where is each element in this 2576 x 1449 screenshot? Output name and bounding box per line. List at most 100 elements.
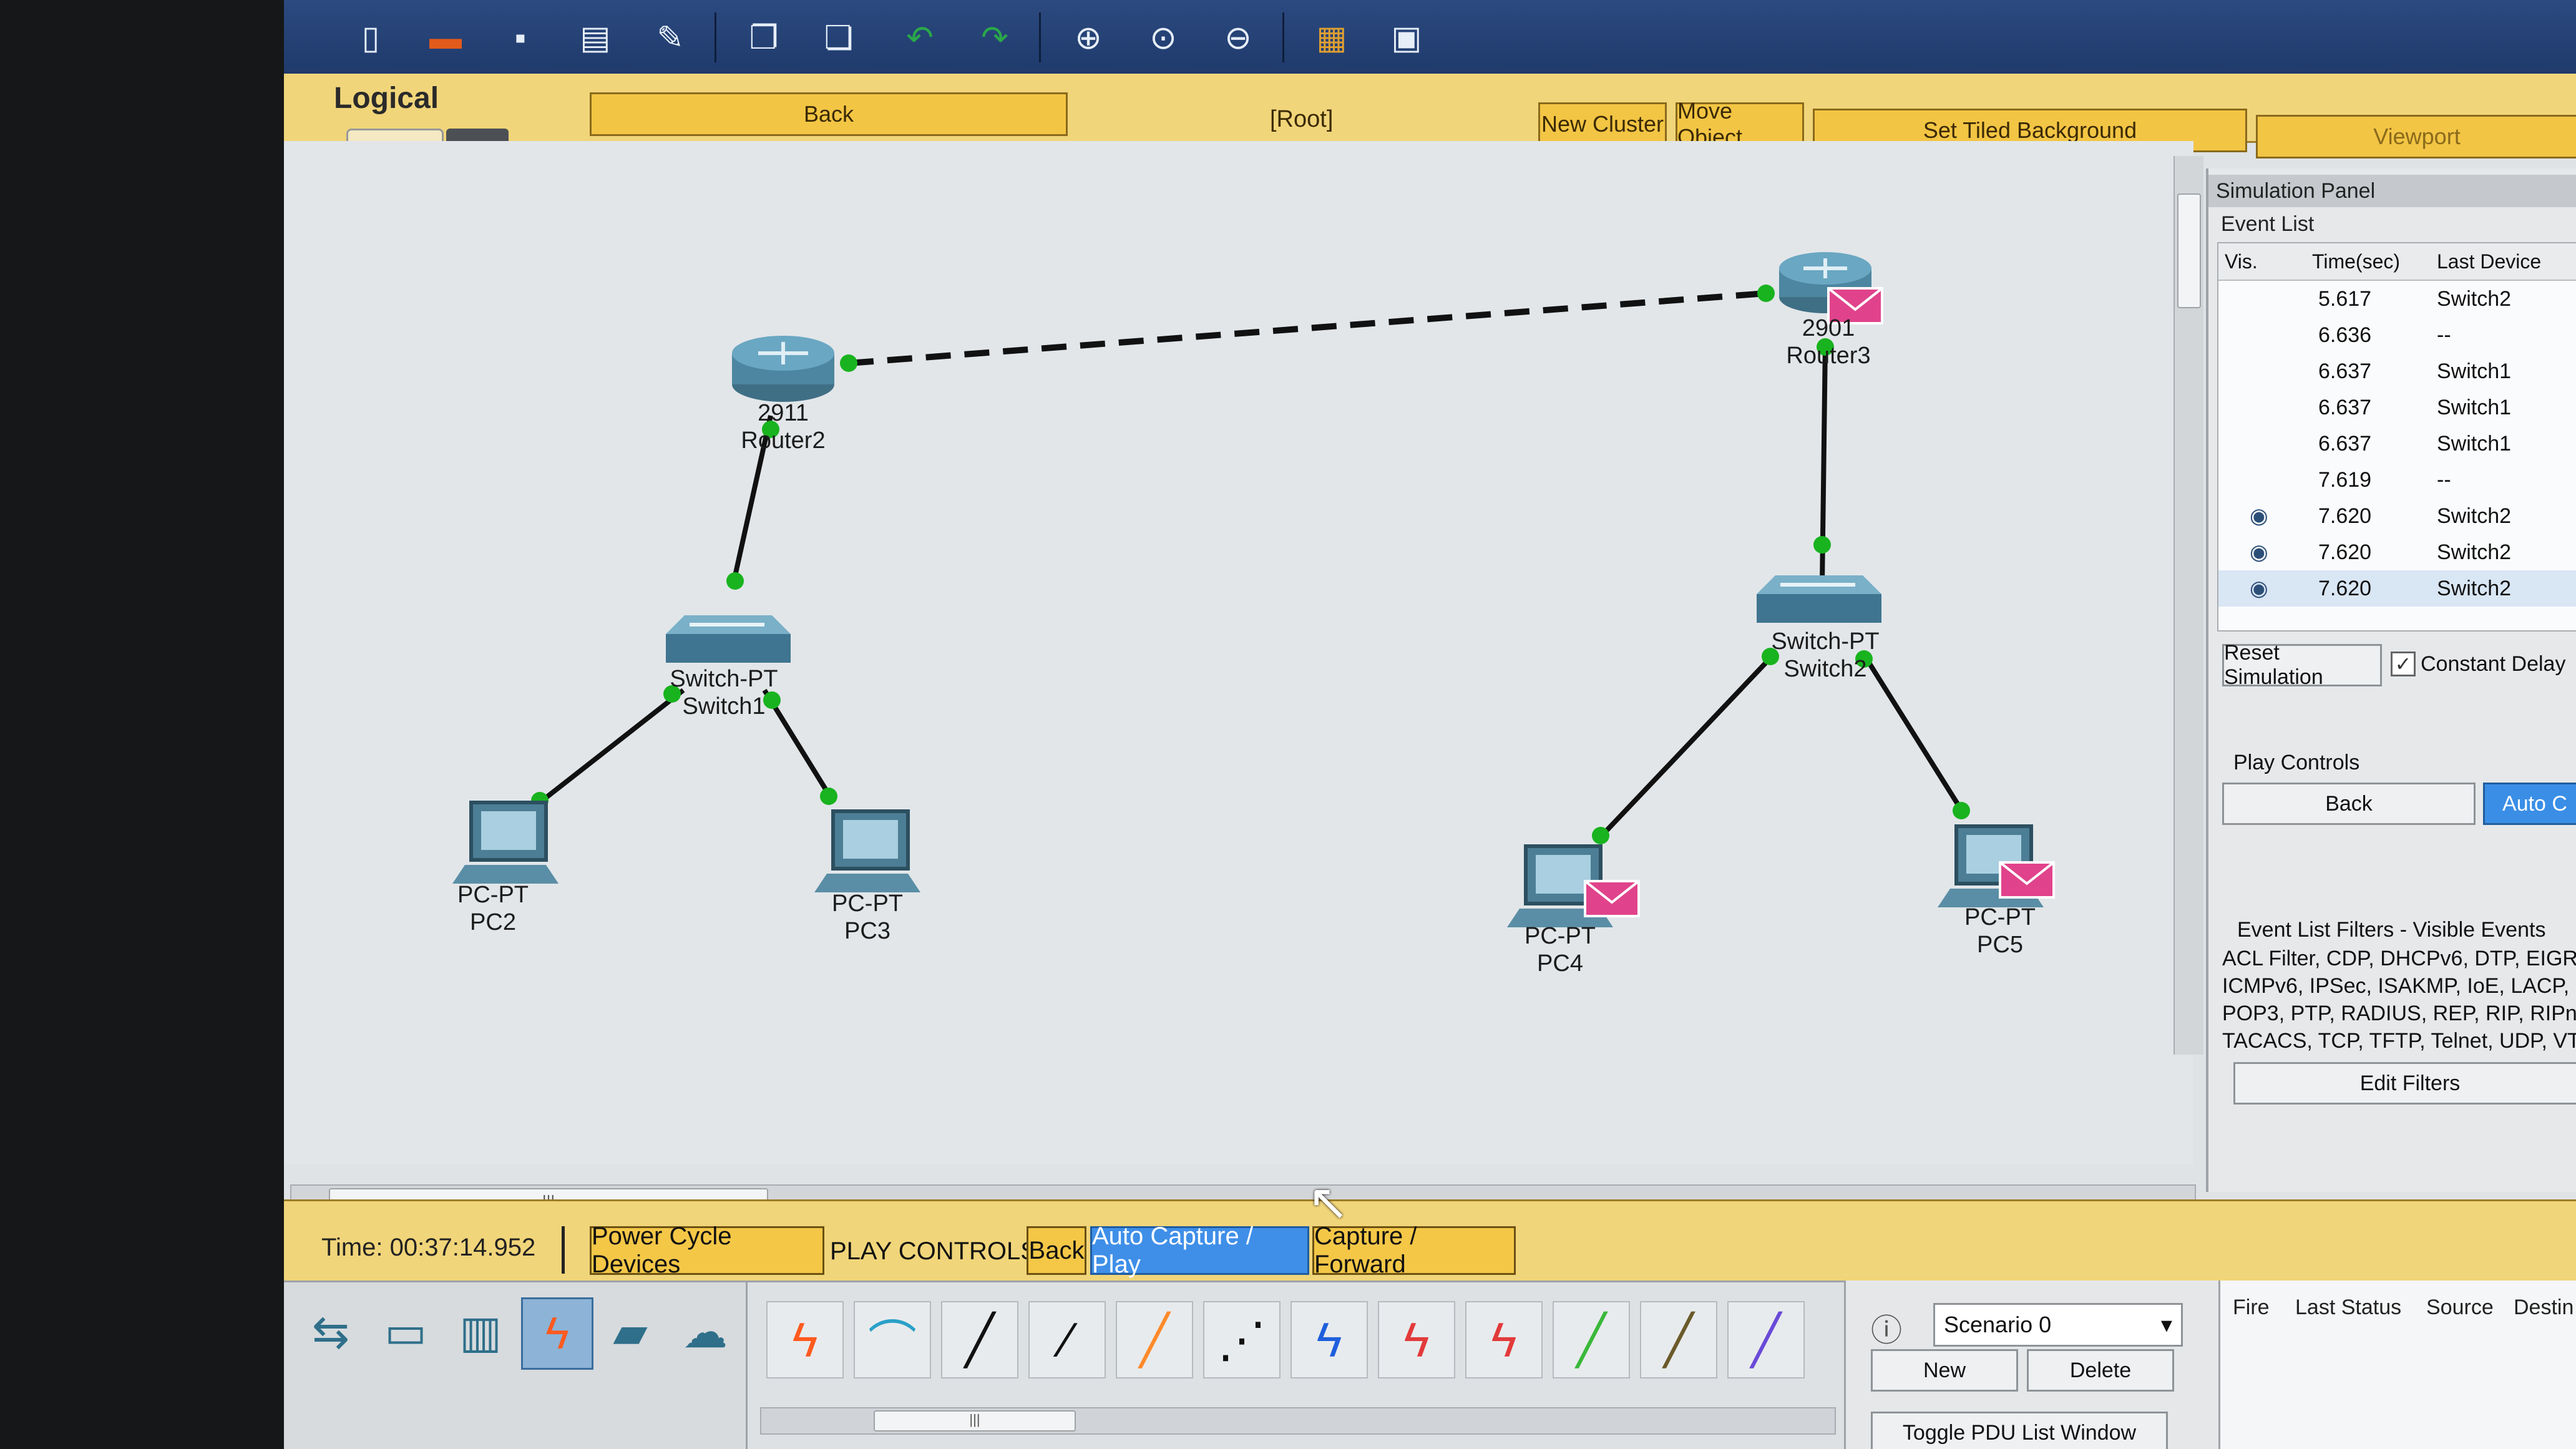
- coaxial-cable-icon[interactable]: ϟ: [1290, 1301, 1368, 1378]
- console-cable-icon[interactable]: ⌒: [854, 1301, 931, 1378]
- auto-capture-play-button[interactable]: Auto Capture / Play: [1090, 1222, 1309, 1278]
- connection-scroll-thumb[interactable]: |||: [874, 1410, 1076, 1432]
- toggle-pdu-list-button[interactable]: Toggle PDU List Window: [1871, 1412, 2168, 1449]
- print-icon[interactable]: ▤: [580, 20, 611, 56]
- sim-back-button[interactable]: Back: [2222, 783, 2476, 825]
- new-scenario-button[interactable]: New: [1871, 1349, 2018, 1392]
- zoom-reset-icon[interactable]: ⊙: [1149, 20, 1177, 56]
- link-switch2-pc4[interactable]: [1599, 651, 1777, 839]
- event-filter-line: ACL Filter, CDP, DHCPv6, DTP, EIGRP: [2222, 947, 2576, 970]
- constant-delay-label: Constant Delay: [2421, 652, 2566, 676]
- pdu-list-table[interactable]: Fire Last Status Source Destin: [2218, 1281, 2576, 1449]
- header-back-button[interactable]: Back: [590, 92, 1068, 136]
- link-router2-switch1[interactable]: [731, 415, 773, 585]
- event-filter-line: POP3, PTP, RADIUS, REP, RIP, RIPng: [2222, 1002, 2576, 1025]
- viewport-button[interactable]: Viewport: [2256, 115, 2576, 159]
- switch1-icon[interactable]: [666, 615, 791, 663]
- eye-icon: ◉: [2250, 504, 2268, 528]
- router2-icon[interactable]: [732, 336, 834, 402]
- copper-cross-icon[interactable]: ⁄: [1028, 1301, 1106, 1378]
- phone-cable-icon[interactable]: ⋰: [1203, 1301, 1281, 1378]
- realtime-simulation-bar: Time: 00:37:14.952 Power Cycle Devices P…: [284, 1199, 2576, 1282]
- zoom-out-icon[interactable]: ⊖: [1224, 20, 1252, 56]
- event-row[interactable]: 6.636--: [2318, 323, 2451, 347]
- capture-forward-button[interactable]: Capture / Forward: [1312, 1222, 1516, 1278]
- new-file-icon[interactable]: ▯: [361, 20, 380, 56]
- custom-device-icon[interactable]: ▣: [1391, 20, 1422, 56]
- copper-straight-icon[interactable]: ╱: [941, 1301, 1018, 1378]
- save-icon[interactable]: ▪: [514, 20, 527, 56]
- bottom-back-button[interactable]: Back: [1027, 1226, 1086, 1275]
- link-switch1-pc2[interactable]: [538, 688, 685, 805]
- mouse-cursor-icon: ↖: [1307, 1174, 1350, 1230]
- power-cycle-devices-button[interactable]: Power Cycle Devices: [590, 1222, 824, 1278]
- iot-cable-icon[interactable]: ╱: [1640, 1301, 1717, 1378]
- usb-cable-icon[interactable]: ╱: [1727, 1301, 1805, 1378]
- end-devices-icon[interactable]: ▭: [384, 1307, 427, 1357]
- zoom-in-icon[interactable]: ⊕: [1075, 20, 1102, 56]
- scenario-select[interactable]: Scenario 0▾: [1933, 1303, 2183, 1347]
- pdu-envelope-icon[interactable]: [1827, 287, 1883, 324]
- link-router2-router3[interactable]: [848, 290, 1767, 366]
- info-icon[interactable]: ⓘ: [1871, 1313, 1902, 1348]
- auto-connection-icon[interactable]: ϟ: [766, 1301, 844, 1378]
- pc3-icon[interactable]: [814, 809, 920, 892]
- undo-icon[interactable]: ↶: [906, 20, 934, 56]
- pdu-envelope-icon[interactable]: [1999, 861, 2055, 899]
- sim-auto-capture-button[interactable]: Auto C: [2483, 783, 2576, 825]
- paste-icon[interactable]: ❏: [824, 20, 854, 56]
- topology-canvas[interactable]: [284, 141, 2193, 1164]
- event-row[interactable]: 7.619--: [2318, 468, 2451, 492]
- simulation-panel: Simulation Panel Event List Vis. Time(se…: [2206, 168, 2576, 1192]
- link-switch2-pc5[interactable]: [1860, 651, 1965, 814]
- octal-cable-icon[interactable]: ╱: [1553, 1301, 1630, 1378]
- eye-icon: ◉: [2250, 540, 2268, 564]
- activity-wizard-icon[interactable]: ✎: [656, 20, 684, 56]
- constant-delay-checkbox[interactable]: ✓: [2391, 651, 2416, 676]
- pdu-envelope-icon[interactable]: [1584, 880, 1640, 917]
- fiber-cable-icon[interactable]: ╱: [1116, 1301, 1193, 1378]
- multiuser-icon[interactable]: ☁: [683, 1307, 728, 1357]
- event-list-header: Vis. Time(sec) Last Device: [2218, 243, 2576, 281]
- connection-scrollbar[interactable]: |||: [760, 1407, 1836, 1435]
- network-devices-icon[interactable]: ⇆: [311, 1307, 350, 1357]
- logical-view-label: Logical: [334, 82, 439, 115]
- switch2-icon[interactable]: [1757, 575, 1881, 623]
- serial-dce-icon[interactable]: ϟ: [1378, 1301, 1455, 1378]
- vertical-scroll-thumb[interactable]: [2177, 193, 2201, 308]
- router3-icon[interactable]: [1779, 252, 1871, 313]
- scenario-panel: ⓘ Scenario 0▾ New Delete Toggle PDU List…: [1844, 1281, 2220, 1449]
- open-folder-icon[interactable]: ▬: [429, 20, 462, 56]
- new-cluster-button[interactable]: New Cluster: [1538, 102, 1667, 146]
- miscellaneous-icon[interactable]: ▰: [613, 1307, 648, 1357]
- serial-dte-icon[interactable]: ϟ: [1465, 1301, 1543, 1378]
- reset-simulation-button[interactable]: Reset Simulation: [2222, 641, 2382, 689]
- copy-icon[interactable]: ❐: [749, 20, 779, 56]
- components-icon[interactable]: ▥: [459, 1307, 502, 1357]
- workspace-vertical-scrollbar[interactable]: [2174, 156, 2203, 1055]
- delete-scenario-button[interactable]: Delete: [2027, 1349, 2174, 1392]
- device-type-panel: ⇆ ▭ ▥ ϟ ▰ ☁ ϟ ⌒ ╱ ⁄ ╱ ⋰ ϟ ϟ ϟ ╱ ╱ ╱ |||: [284, 1281, 1846, 1449]
- connections-icon[interactable]: ϟ: [521, 1297, 593, 1370]
- redo-icon[interactable]: ↷: [981, 20, 1008, 56]
- edit-filters-button[interactable]: Edit Filters: [2233, 1062, 2576, 1105]
- palette-icon[interactable]: ▦: [1316, 20, 1347, 56]
- root-breadcrumb: [Root]: [1270, 106, 1334, 132]
- event-filter-line: TACACS, TCP, TFTP, Telnet, UDP, VTF: [2222, 1029, 2576, 1053]
- pc2-icon[interactable]: [452, 801, 559, 884]
- move-object-button[interactable]: Move Object: [1676, 98, 1804, 150]
